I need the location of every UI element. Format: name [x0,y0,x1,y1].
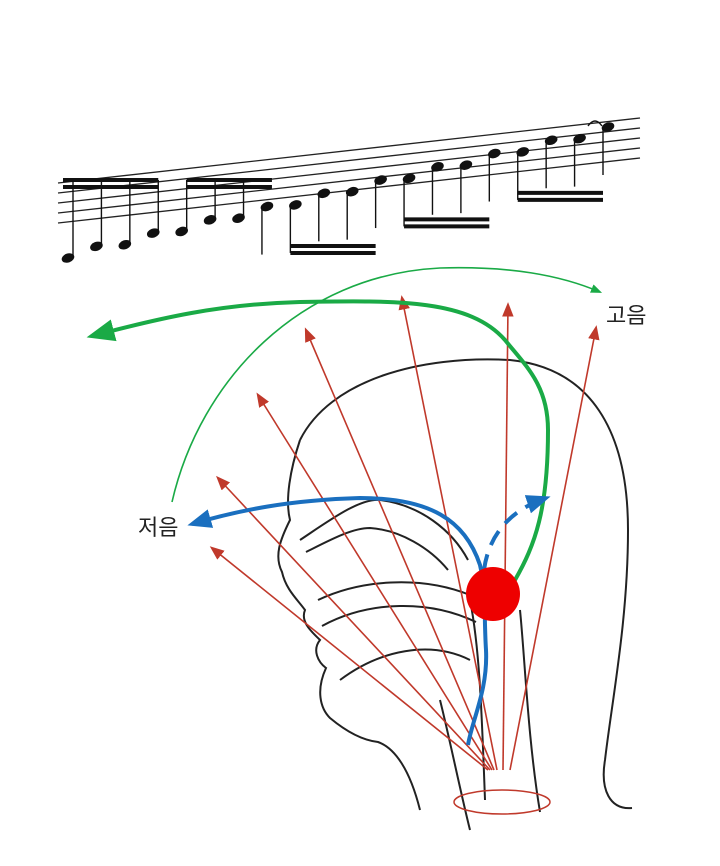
note-head [488,148,501,159]
note-head [459,160,473,170]
note-head [601,122,615,132]
note-head [544,135,558,146]
resonance-arrow [502,302,514,771]
note-head [516,147,530,157]
music-staff [57,117,641,263]
resonance-arrow [216,475,491,771]
resonance-arrow [509,325,600,771]
note-head [374,175,387,185]
note-head [203,215,217,225]
resonance-source-dot [466,567,520,621]
low-path-dashed-branch [482,495,551,571]
larynx-ellipse [453,789,551,815]
pitch-arc [171,266,603,503]
resonance-arrow [256,392,493,771]
resonance-arrow [209,546,489,771]
scale-notes [61,120,615,263]
head-outline [277,358,633,831]
staff-line [57,137,641,204]
note-head [289,200,302,210]
staff-line [57,127,641,194]
note-head [573,133,586,144]
resonance-arrow [398,295,498,771]
note-head [175,226,188,237]
note-head [146,228,160,238]
note-head [345,186,359,197]
low-resonance-path [187,495,489,746]
staff-line [57,147,641,214]
note-head [402,173,416,184]
note-head [317,188,331,199]
note-head [90,241,103,252]
staff-lines [57,117,641,224]
note-head [118,239,132,250]
resonance-arrow [304,327,495,771]
note-head [61,253,75,263]
high-pitch-label: 고음 [606,304,646,329]
high-resonance-path [86,299,551,581]
note-head [260,201,274,212]
note-head [431,162,444,172]
low-pitch-label: 저음 [138,516,178,541]
staff-line [57,117,641,184]
note-head [232,213,245,223]
fermata-mark [587,120,603,127]
